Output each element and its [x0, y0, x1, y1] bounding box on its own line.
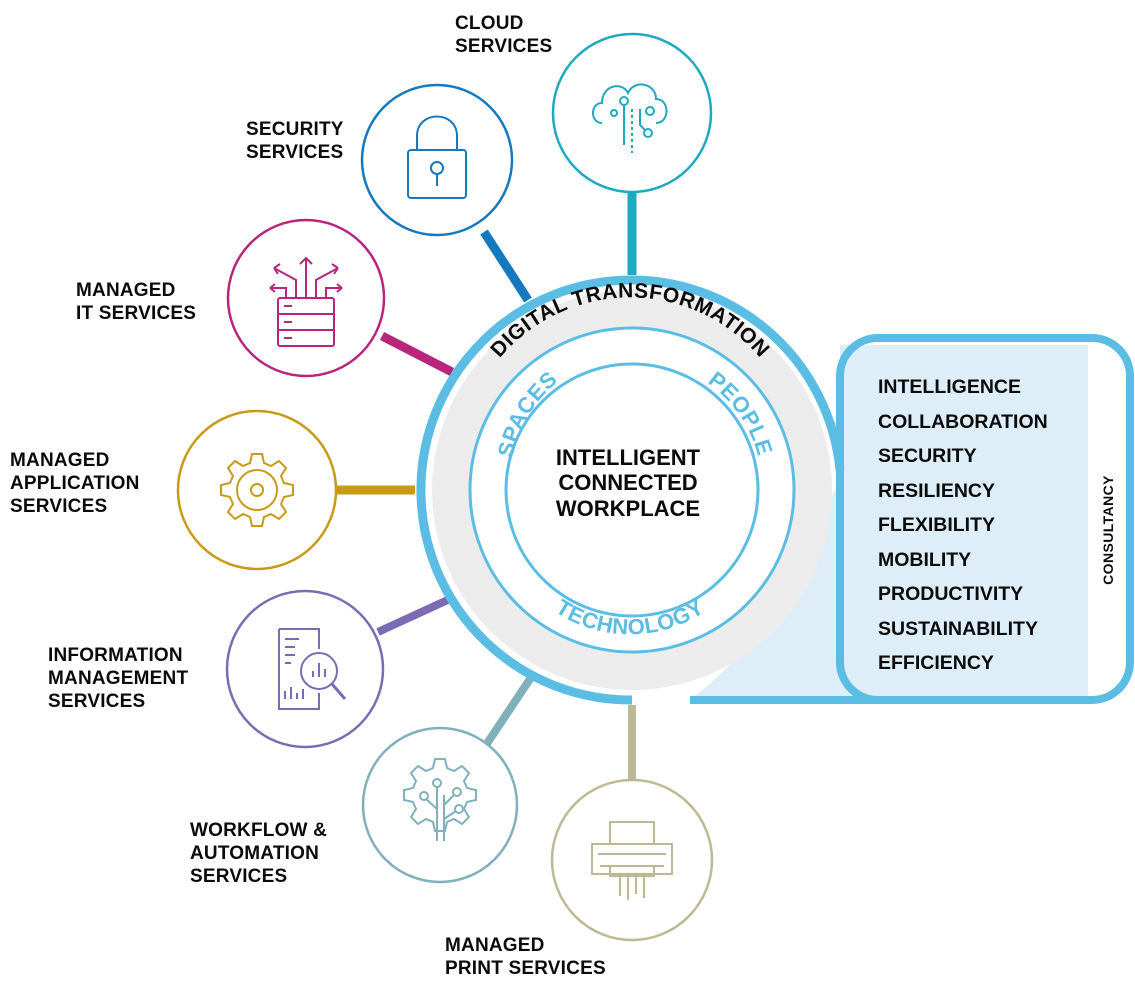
inner-ring	[504, 362, 760, 618]
printer-icon	[591, 821, 673, 900]
connectors	[336, 193, 637, 785]
label-line: MANAGED	[10, 450, 110, 471]
label-line: APPLICATION	[10, 472, 140, 494]
center-title-line-3: WORKPLACE	[555, 495, 701, 521]
value-item: INTELLIGENCE	[878, 376, 1022, 398]
service-node-security	[360, 83, 514, 237]
center-title: INTELLIGENT CONNECTED WORKPLACE	[528, 445, 728, 521]
label-line: MANAGED	[76, 280, 176, 301]
consultancy-values-list: INTELLIGENCE COLLABORATION SECURITY RESI…	[878, 370, 1048, 681]
label-line: CLOUD	[455, 13, 524, 34]
label-managed-print-services: MANAGED PRINT SERVICES	[445, 935, 606, 981]
label-managed-application-services: MANAGED APPLICATION SERVICES	[10, 450, 140, 518]
value-item: SUSTAINABILITY	[878, 617, 1038, 640]
cloud-network-icon	[592, 83, 668, 153]
label-line: SERVICES	[246, 141, 344, 163]
document-magnifier-icon	[278, 628, 347, 710]
value-item: FLEXIBILITY	[878, 514, 995, 536]
connector-information-management	[376, 594, 454, 636]
connector-security	[480, 229, 532, 303]
outer-ring-blue-arc	[416, 275, 845, 705]
label-line: PRINT SERVICES	[445, 957, 606, 979]
service-node-cloud	[551, 32, 713, 194]
value-item: SECURITY	[878, 445, 977, 467]
label-line: SECURITY	[246, 119, 344, 140]
label-security-services: SECURITY SERVICES	[246, 119, 344, 165]
value-item: EFFICIENCY	[878, 652, 994, 674]
label-line: IT SERVICES	[76, 302, 197, 324]
service-node-workflow-automation	[361, 726, 519, 884]
value-item: RESILIENCY	[878, 479, 996, 502]
center-title-line-1: INTELLIGENT	[555, 445, 701, 470]
label-line: MANAGED	[445, 935, 545, 956]
center-title-line-2: CONNECTED	[558, 470, 698, 496]
label-line: INFORMATION	[48, 645, 183, 666]
value-item: MOBILITY	[878, 548, 972, 571]
label-line: WORKFLOW &	[190, 820, 328, 841]
label-line: SERVICES	[10, 495, 108, 517]
label-line: AUTOMATION	[190, 842, 320, 864]
label-line: SERVICES	[455, 35, 553, 57]
label-line: SERVICES	[48, 690, 146, 712]
central-rings: DIGITAL TRANSFORMATION SPACES PEOPLE TEC…	[416, 275, 845, 705]
padlock-icon	[407, 115, 467, 199]
label-workflow-automation-services: WORKFLOW & AUTOMATION SERVICES	[190, 820, 327, 888]
value-item: PRODUCTIVITY	[878, 583, 1024, 605]
server-arrows-icon	[269, 256, 343, 347]
label-cloud-services: CLOUD SERVICES	[455, 13, 552, 59]
service-node-managed-it	[226, 218, 386, 378]
label-line: MANAGEMENT	[48, 667, 189, 689]
consultancy-label: CONSULTANCY	[1100, 475, 1116, 585]
gear-circuit-icon	[403, 758, 477, 841]
gear-icon	[220, 453, 294, 527]
service-node-managed-application	[176, 409, 338, 571]
label-line: SERVICES	[190, 865, 288, 887]
value-item: COLLABORATION	[878, 410, 1048, 433]
connector-managed-it	[379, 331, 455, 377]
service-node-managed-print	[550, 778, 714, 942]
connector-workflow-automation	[480, 673, 536, 751]
label-information-management-services: INFORMATION MANAGEMENT SERVICES	[48, 645, 188, 713]
service-node-information-management	[225, 589, 385, 749]
label-managed-it-services: MANAGED IT SERVICES	[76, 280, 196, 326]
